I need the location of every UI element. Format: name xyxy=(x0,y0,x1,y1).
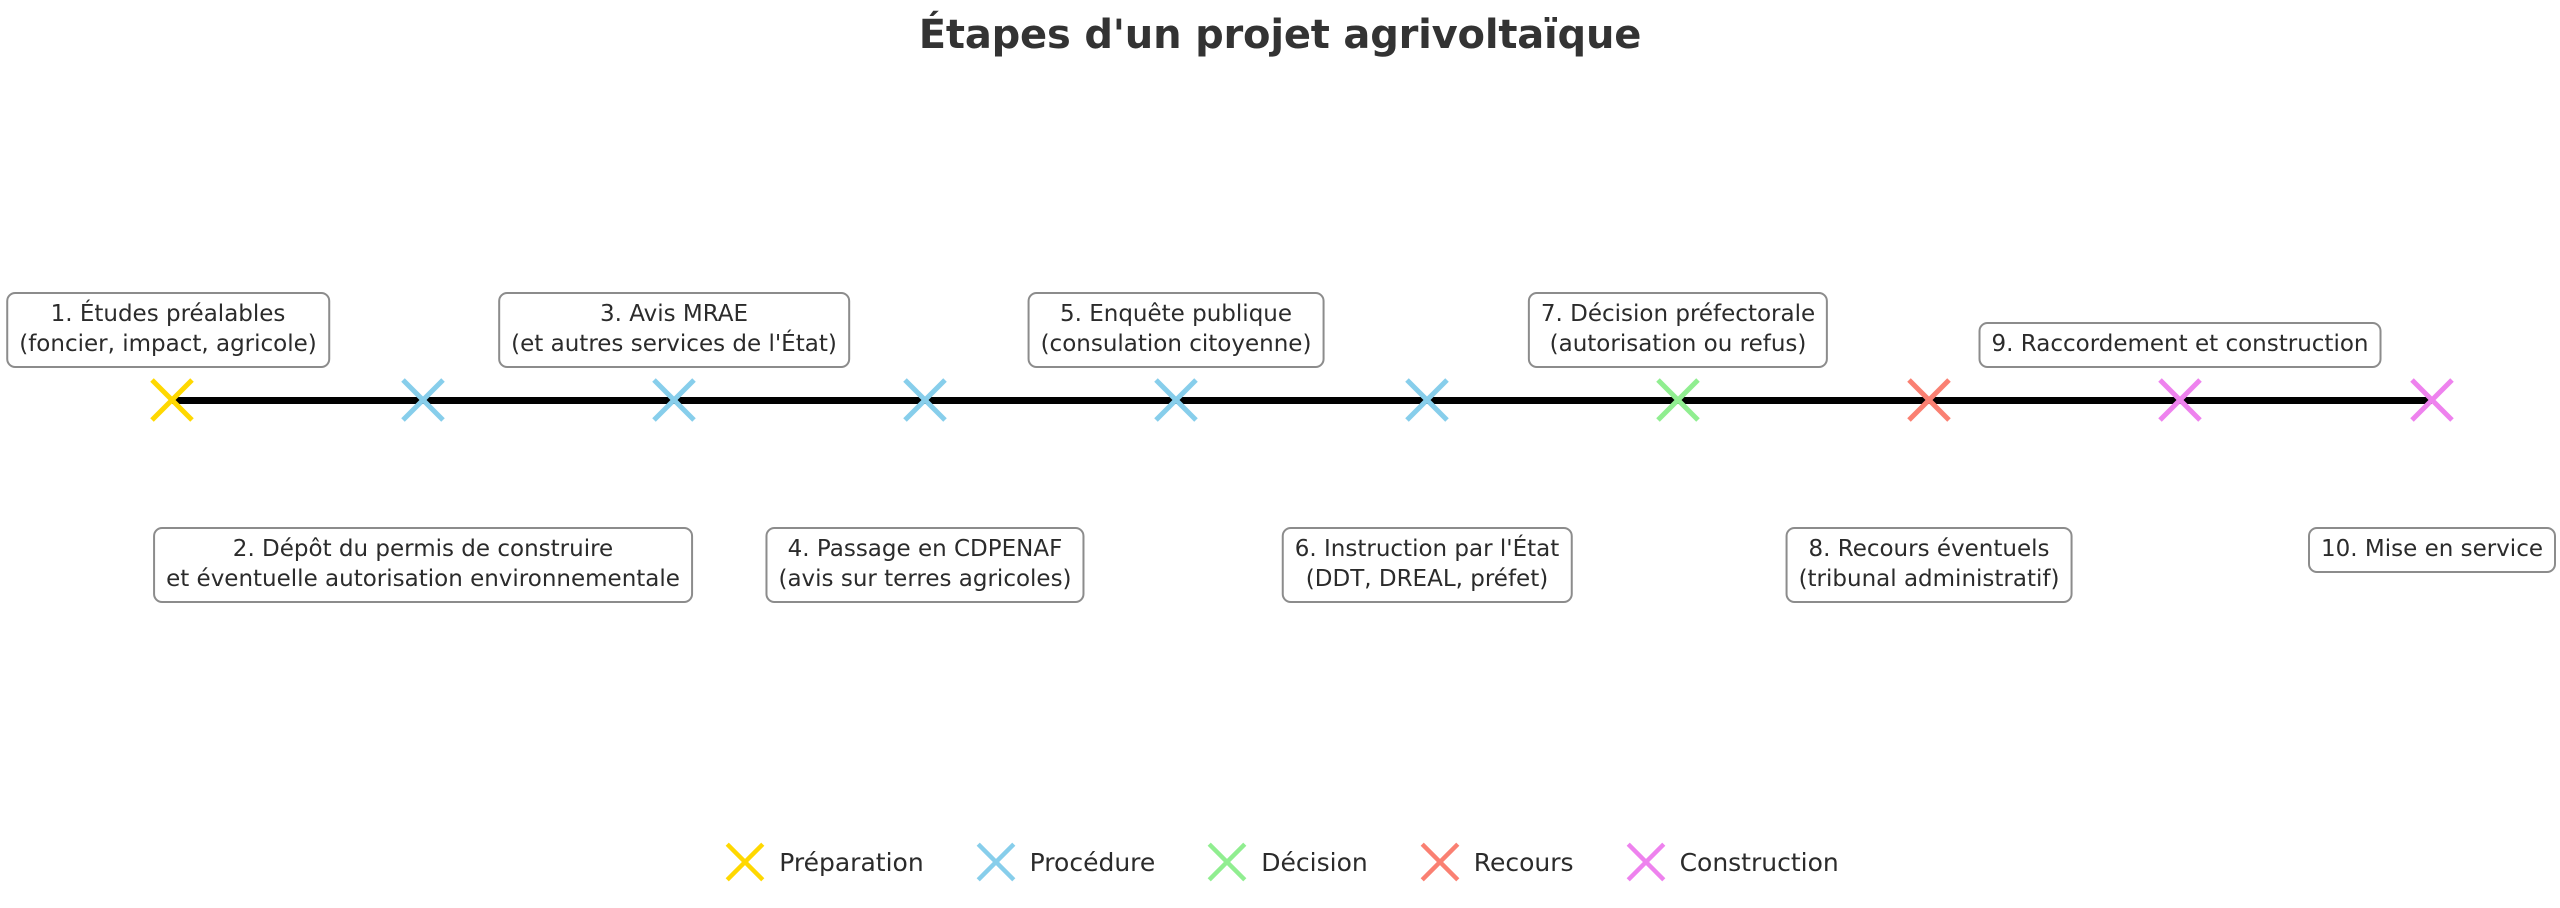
step-box-1-line-1: 1. Études préalables xyxy=(50,301,286,327)
step-box-1[interactable]: 1. Études préalables (foncier, impact, ag… xyxy=(6,292,330,368)
timeline-marker-1[interactable] xyxy=(145,373,199,427)
timeline-marker-4[interactable] xyxy=(898,373,952,427)
step-box-4-line-2: (avis sur terres agricoles) xyxy=(778,566,1072,592)
step-box-4-line-1: 4. Passage en CDPENAF xyxy=(787,536,1063,562)
step-box-7-line-2: (autorisation ou refus) xyxy=(1549,331,1807,357)
legend-item-decision[interactable]: Décision xyxy=(1203,838,1368,886)
step-box-10-line-1: 10. Mise en service xyxy=(2321,536,2543,562)
legend-x-marker-icon xyxy=(1416,838,1464,886)
legend-x-marker-icon xyxy=(972,838,1020,886)
step-box-7[interactable]: 7. Décision préfectorale (autorisation ou… xyxy=(1527,292,1829,368)
legend-x-marker-icon xyxy=(721,838,769,886)
step-box-1-line-2: (foncier, impact, agricole) xyxy=(19,331,317,357)
timeline-marker-8[interactable] xyxy=(1902,373,1956,427)
step-box-6-line-1: 6. Instruction par l'État xyxy=(1294,536,1560,562)
step-box-6-line-2: (DDT, DREAL, préfet) xyxy=(1305,566,1549,592)
timeline-marker-9[interactable] xyxy=(2153,373,2207,427)
step-box-5[interactable]: 5. Enquête publique (consulation citoyenn… xyxy=(1027,292,1325,368)
timeline-marker-2[interactable] xyxy=(396,373,450,427)
legend-x-marker-icon xyxy=(1622,838,1670,886)
timeline-marker-7[interactable] xyxy=(1651,373,1705,427)
step-box-3[interactable]: 3. Avis MRAE (et autres services de l'Éta… xyxy=(498,292,850,368)
timeline-marker-6[interactable] xyxy=(1400,373,1454,427)
step-box-4[interactable]: 4. Passage en CDPENAF (avis sur terres ag… xyxy=(765,527,1085,603)
legend-label: Décision xyxy=(1261,847,1368,877)
timeline-axis-line xyxy=(172,397,2432,404)
step-box-3-line-1: 3. Avis MRAE xyxy=(599,301,749,327)
timeline-marker-10[interactable] xyxy=(2405,373,2459,427)
step-box-2-line-1: 2. Dépôt du permis de construire xyxy=(232,536,614,562)
step-box-6[interactable]: 6. Instruction par l'État (DDT, DREAL, pr… xyxy=(1281,527,1573,603)
legend-x-marker-icon xyxy=(1203,838,1251,886)
legend-item-recours[interactable]: Recours xyxy=(1416,838,1574,886)
step-box-7-line-1: 7. Décision préfectorale xyxy=(1540,301,1816,327)
step-box-9-line-1: 9. Raccordement et construction xyxy=(1991,331,2369,357)
step-box-8-line-2: (tribunal administratif) xyxy=(1798,566,2060,592)
timeline-marker-5[interactable] xyxy=(1149,373,1203,427)
step-box-8-line-1: 8. Recours éventuels xyxy=(1808,536,2050,562)
legend-item-preparation[interactable]: Préparation xyxy=(721,838,924,886)
step-box-8[interactable]: 8. Recours éventuels (tribunal administra… xyxy=(1785,527,2073,603)
step-box-10[interactable]: 10. Mise en service xyxy=(2308,527,2556,573)
step-box-5-line-1: 5. Enquête publique xyxy=(1059,301,1293,327)
page-title: Étapes d'un projet agrivoltaïque xyxy=(918,12,1642,58)
step-box-2-line-2: et éventuelle autorisation environnement… xyxy=(166,566,680,592)
step-box-5-line-2: (consulation citoyenne) xyxy=(1040,331,1312,357)
legend: Préparation Procédure Décision Recours Const… xyxy=(0,838,2560,886)
legend-item-procedure[interactable]: Procédure xyxy=(972,838,1156,886)
legend-label: Procédure xyxy=(1029,847,1156,877)
step-box-3-line-2: (et autres services de l'État) xyxy=(511,331,837,357)
timeline-marker-3[interactable] xyxy=(647,373,701,427)
legend-label: Construction xyxy=(1679,847,1839,877)
step-box-2[interactable]: 2. Dépôt du permis de construire et évent… xyxy=(153,527,693,603)
step-box-9[interactable]: 9. Raccordement et construction xyxy=(1978,322,2382,368)
legend-label: Préparation xyxy=(779,847,924,877)
legend-item-construction[interactable]: Construction xyxy=(1622,838,1839,886)
legend-label: Recours xyxy=(1473,847,1574,877)
